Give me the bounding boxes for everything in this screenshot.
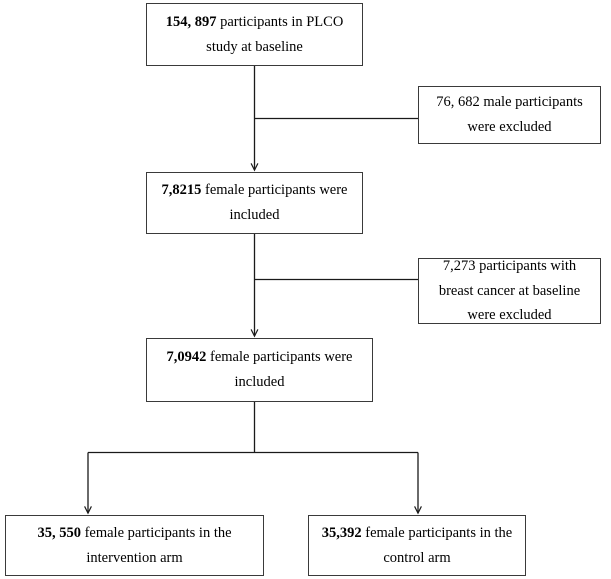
node-control-arm-text: 35,392 female participants in the contro… (315, 521, 519, 571)
node-baseline-rest: participants in PLCO study at baseline (206, 13, 344, 55)
node-female-included-text: 7,8215 female participants were included (153, 178, 356, 228)
node-excluded-breast-cancer-count: 7,273 (442, 257, 476, 274)
node-eligible-female-rest: female participants were included (206, 349, 353, 390)
node-excluded-male-rest: male participants were excluded (467, 94, 583, 135)
node-eligible-female: 7,0942 female participants were included (146, 338, 373, 402)
node-intervention-arm-text: 35, 550 female participants in the inter… (12, 521, 257, 571)
node-excluded-male-text: 76, 682 male participants were excluded (425, 90, 594, 140)
node-excluded-breast-cancer: 7,273 participants with breast cancer at… (418, 258, 601, 324)
node-intervention-arm: 35, 550 female participants in the inter… (5, 515, 264, 576)
node-excluded-male-count: 76, 682 (436, 94, 480, 111)
node-intervention-arm-count: 35, 550 (37, 524, 81, 541)
node-control-arm-count: 35,392 (321, 524, 362, 541)
node-eligible-female-text: 7,0942 female participants were included (153, 345, 366, 395)
node-control-arm-rest: female participants in the control arm (361, 524, 513, 566)
node-intervention-arm-rest: female participants in the intervention … (80, 524, 232, 566)
node-female-included: 7,8215 female participants were included (146, 172, 363, 234)
node-baseline-count: 154, 897 (165, 13, 217, 30)
node-control-arm: 35,392 female participants in the contro… (308, 515, 526, 576)
node-baseline: 154, 897 participants in PLCO study at b… (146, 3, 363, 66)
node-eligible-female-count: 7,0942 (166, 349, 207, 366)
node-female-included-count: 7,8215 (161, 182, 202, 199)
node-excluded-breast-cancer-text: 7,273 participants with breast cancer at… (425, 254, 594, 329)
node-baseline-text: 154, 897 participants in PLCO study at b… (153, 10, 356, 60)
node-excluded-breast-cancer-rest: participants with breast cancer at basel… (438, 257, 581, 324)
node-female-included-rest: female participants were included (201, 182, 348, 223)
node-excluded-male: 76, 682 male participants were excluded (418, 86, 601, 144)
